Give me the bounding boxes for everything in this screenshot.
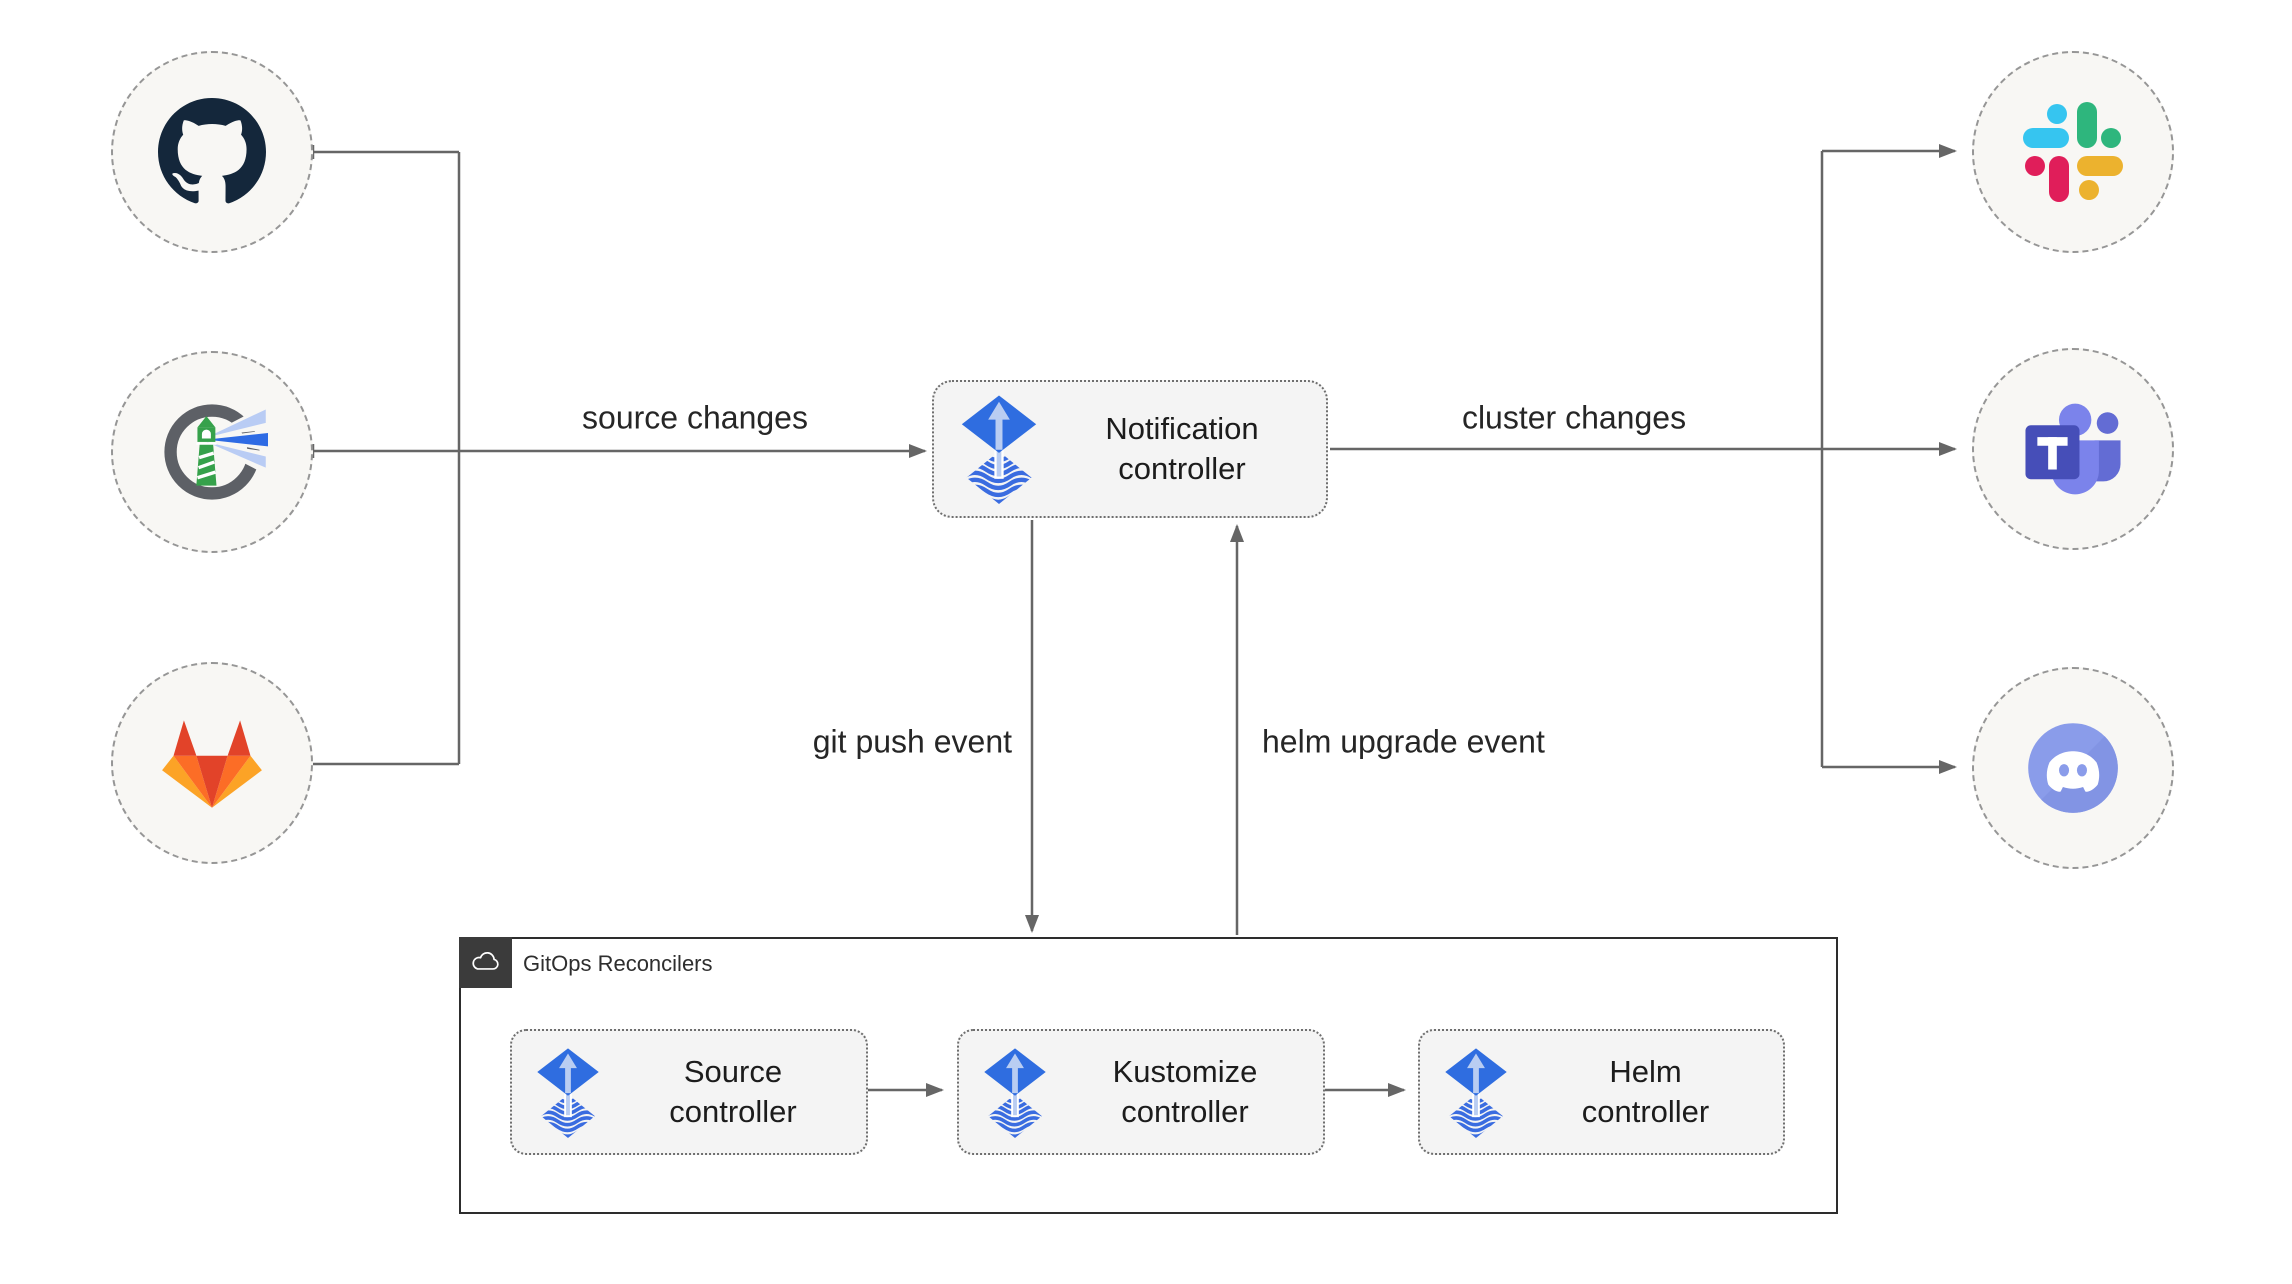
endpoint-teams [1972, 348, 2174, 550]
endpoint-slack [1972, 51, 2174, 253]
group-label: GitOps Reconcilers [523, 951, 713, 976]
node-label: Source controller [669, 1054, 797, 1129]
node-source-controller: Source controller [510, 1029, 868, 1155]
flux-icon [1444, 1047, 1508, 1138]
endpoint-github [111, 51, 313, 253]
group-gitops-reconcilers: GitOps Reconcilers Source controller Kus… [458, 936, 1838, 1214]
endpoint-discord [1972, 667, 2174, 869]
node-notification-controller: Notification controller [932, 380, 1328, 518]
flux-icon [536, 1047, 600, 1138]
flux-icon [983, 1047, 1047, 1138]
node-label: Kustomize controller [1112, 1054, 1258, 1129]
teams-icon [2025, 403, 2121, 495]
node-label: Helm controller [1581, 1054, 1710, 1129]
endpoint-harbor [111, 351, 313, 553]
discord-icon [2028, 723, 2118, 813]
edge-label-git-push-event: git push event [812, 723, 1012, 760]
flux-icon [960, 394, 1038, 504]
edge-label-cluster-changes: cluster changes [1461, 399, 1687, 436]
endpoint-gitlab [111, 662, 313, 864]
node-helm-controller: Helm controller [1418, 1029, 1785, 1155]
node-kustomize-controller: Kustomize controller [957, 1029, 1325, 1155]
edge-label-helm-upgrade-event: helm upgrade event [1262, 723, 1545, 760]
edge-label-source-changes: source changes [582, 399, 808, 436]
slack-icon [2023, 102, 2123, 202]
cloud-icon [472, 952, 499, 970]
group-tab [458, 936, 512, 988]
node-label: Notification controller [1105, 411, 1259, 486]
github-icon [158, 98, 266, 204]
gitlab-icon [162, 720, 262, 808]
harbor-icon [164, 403, 268, 500]
